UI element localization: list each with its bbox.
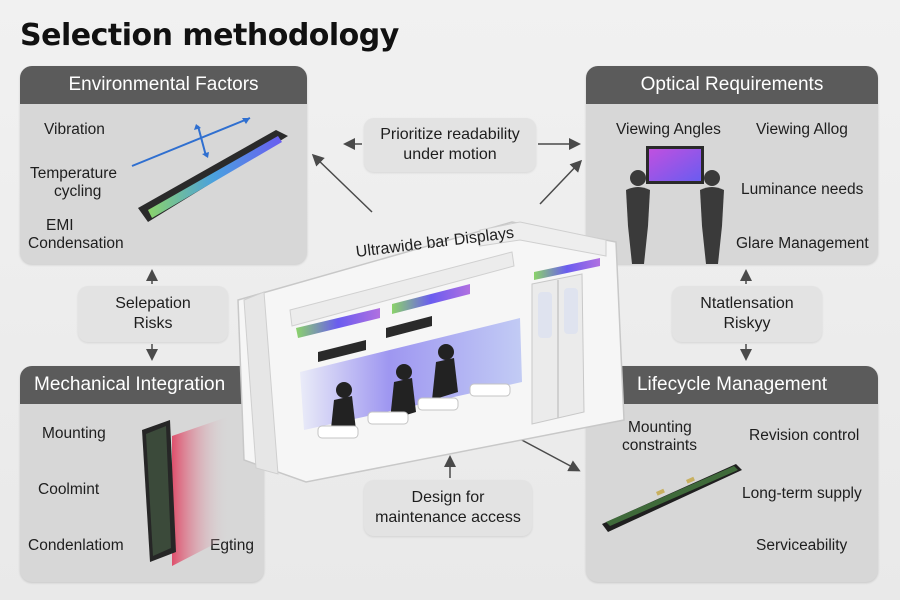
page-title: Selection methodology (20, 18, 399, 53)
panel-header-environmental: Environmental Factors (20, 66, 307, 104)
panel-environmental-factors: Environmental Factors Vibration Temperat… (20, 66, 307, 264)
item-vibration: Vibration (44, 121, 105, 138)
callout-design-maintenance: Design for maintenance access (364, 480, 532, 536)
callout-selepation-risks: Selepation Risks (78, 286, 228, 342)
item-cycling: cycling (54, 183, 102, 200)
callout-right-line-2: Riskyy (723, 315, 771, 332)
item-viewing-angles: Viewing Angles (616, 121, 721, 138)
panel-header-lifecycle: Lifecycle Management (586, 366, 878, 404)
panel-header-optical: Optical Requirements (586, 66, 878, 104)
item-mounting-constraints-2: constraints (622, 437, 697, 454)
item-luminance-needs: Luminance needs (741, 181, 864, 198)
callout-left-line-1: Selepation (115, 295, 191, 312)
item-glare-management: Glare Management (736, 235, 869, 252)
item-mounting: Mounting (42, 425, 106, 442)
item-coolmint: Coolmint (38, 481, 100, 498)
callout-ntatlensation-riskyy: Ntatlensation Riskyy (672, 286, 822, 342)
item-emi: EMI (46, 217, 74, 234)
panel-lifecycle-management: Lifecycle Management Mounting constraint… (586, 366, 878, 582)
callout-top-line-2: under motion (403, 146, 497, 163)
callout-left-line-2: Risks (133, 315, 173, 332)
display-heat-icon (142, 416, 230, 566)
circuit-board-icon (602, 464, 742, 532)
item-viewing-allog: Viewing Allog (756, 121, 848, 138)
item-mounting-constraints-1: Mounting (628, 419, 692, 436)
item-temperature: Temperature (30, 165, 118, 182)
callout-bottom-line-2: maintenance access (375, 509, 521, 526)
item-egting: Egting (210, 537, 254, 554)
callout-right-line-1: Ntatlensation (700, 295, 794, 312)
item-long-term-supply: Long-term supply (742, 485, 862, 502)
callout-prioritize-readability: Prioritize readability under motion (364, 118, 536, 172)
item-serviceability: Serviceability (756, 537, 848, 554)
item-condenlatiom: Condenlatiom (28, 537, 124, 554)
vibrating-display-icon (131, 117, 288, 222)
callout-top-line-1: Prioritize readability (380, 126, 520, 143)
panel-optical-requirements: Optical Requirements Viewing Angles View… (586, 66, 878, 264)
viewers-display-icon (626, 146, 724, 264)
item-condensation: Condensation (28, 235, 124, 252)
callout-bottom-line-1: Design for (411, 489, 485, 506)
panel-mechanical-integration: Mechanical Integration Mounting Coolmint… (20, 366, 264, 582)
panel-header-mechanical: Mechanical Integration (20, 366, 264, 404)
item-revision-control: Revision control (749, 427, 860, 444)
